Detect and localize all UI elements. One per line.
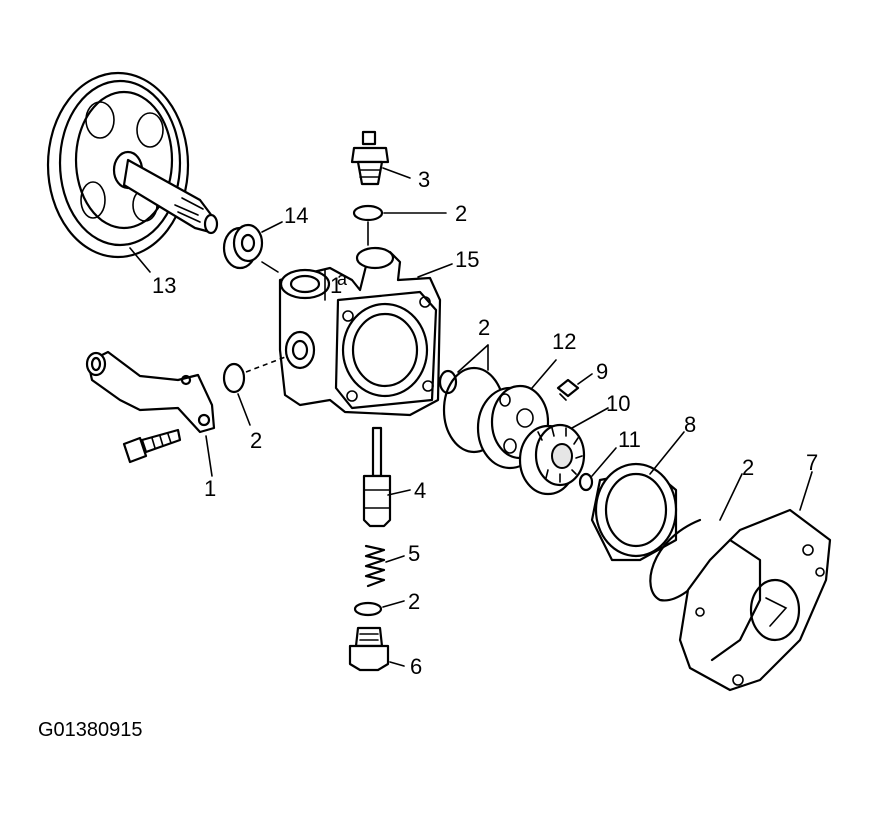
callout-9: 9 [596,359,609,384]
plug [348,626,390,672]
outlet-pipe [85,350,216,434]
callout-2-top: 2 [455,201,468,226]
pump-body [278,246,442,417]
callout-8: 8 [684,412,697,437]
callout-5: 5 [408,541,421,566]
figure-code: G01380915 [38,719,143,741]
o-ring-top [352,204,384,222]
pulley-with-shaft [46,71,219,259]
o-ring-mid [438,369,458,395]
callout-2-mid: 2 [478,315,491,340]
top-fitting [350,130,390,186]
callout-11: 11 [618,427,641,452]
o-ring-small [578,472,594,492]
callout-10: 10 [606,391,631,416]
rotor [518,423,586,496]
callout-3: 3 [418,167,431,192]
bolt [122,428,182,464]
callout-15: 15 [455,247,480,272]
control-valve [362,426,392,528]
bearing [222,223,264,270]
pin [556,378,580,401]
callout-2-right: 2 [742,455,755,480]
callout-1-flange: 1 [204,476,217,501]
callout-7: 7 [806,450,819,475]
callout-13: 13 [152,273,177,298]
o-ring-left [222,362,246,394]
callout-14: 14 [284,203,309,228]
callout-12: 12 [552,329,577,354]
callout-2-bottom: 2 [408,589,421,614]
body-letter: a [337,269,348,289]
callout-6: 6 [410,654,423,679]
o-ring-bottom [353,601,383,617]
callout-4: 4 [414,478,427,503]
rear-cover [678,508,832,692]
callout-1-body: 1 [330,273,343,298]
callout-2-left: 2 [250,428,263,453]
spring [364,544,386,588]
cam-ring [590,462,678,562]
